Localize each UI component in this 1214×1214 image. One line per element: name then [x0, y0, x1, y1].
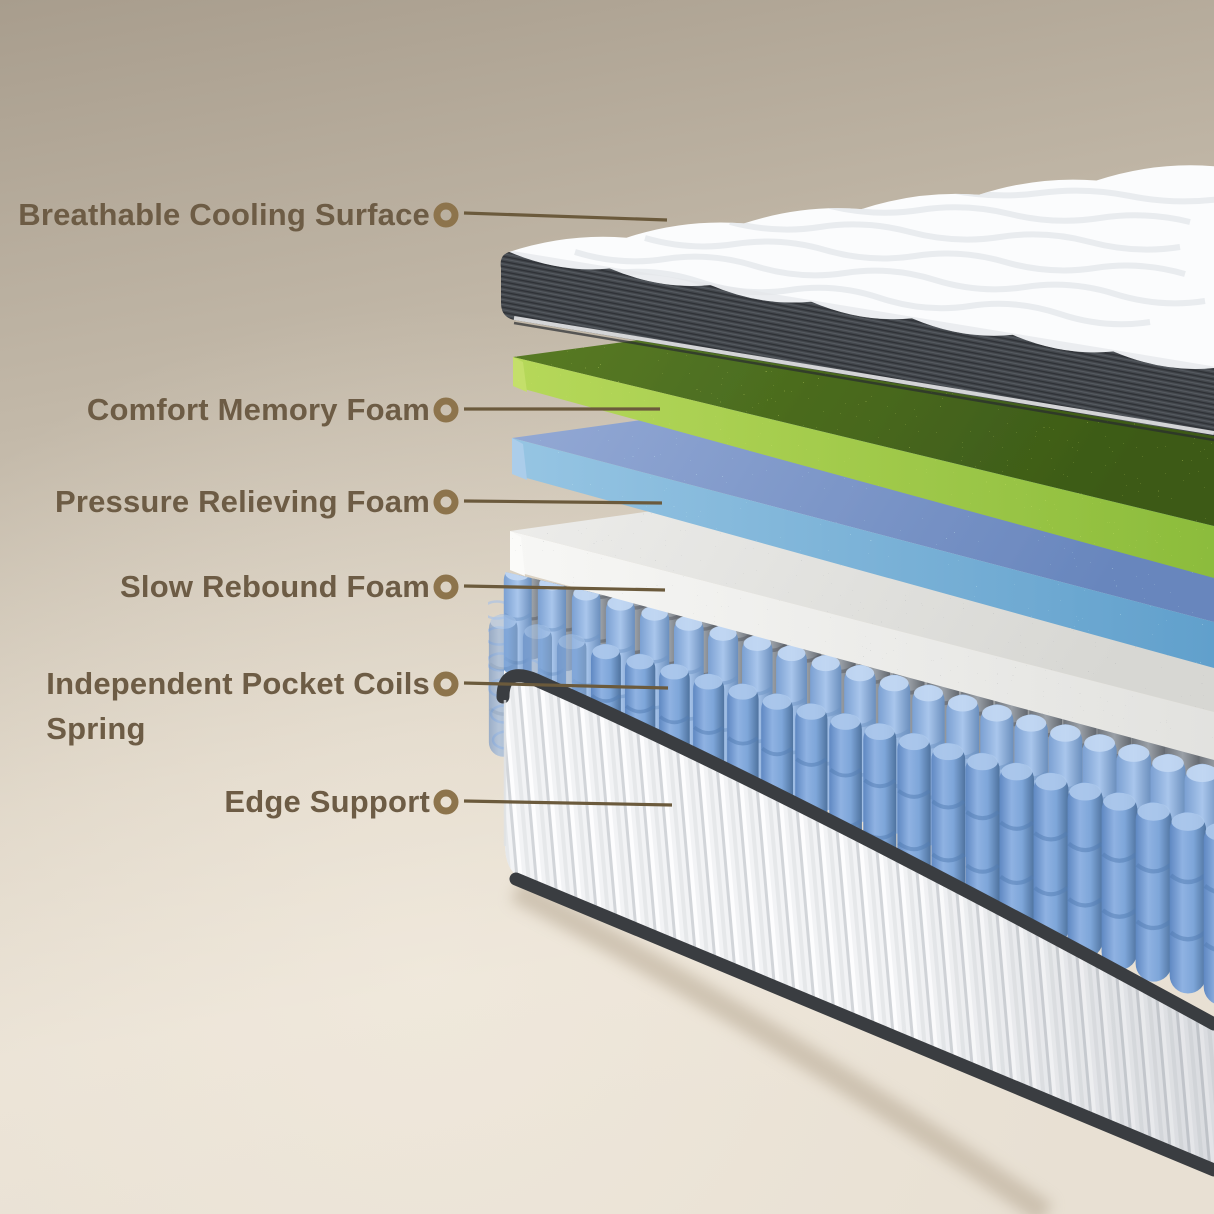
ring-marker-icon — [433, 397, 459, 423]
leader-lines — [463, 211, 673, 807]
leader-line-cooling-surface — [463, 211, 668, 222]
base-shading — [504, 670, 1214, 1172]
side-band-shadow — [513, 321, 1214, 442]
memory-foam-end-cap — [513, 357, 527, 392]
coil-pouch — [1033, 772, 1068, 946]
label-edge-support: Edge Support — [224, 784, 430, 819]
base-floor-shadow — [510, 879, 1053, 1214]
label-markers — [433, 202, 459, 815]
coil-pouch — [1204, 822, 1214, 1005]
side-band-piping — [513, 316, 1214, 435]
ring-marker-icon — [433, 671, 459, 697]
side-band — [500, 252, 1214, 436]
label-breathable-cooling-surface: Breathable Cooling Surface — [18, 197, 430, 232]
coil-pouch — [1068, 782, 1103, 958]
leader-line-edge-support — [463, 799, 673, 807]
coil-pouch — [1170, 812, 1207, 994]
label-comfort-memory-foam: Comfort Memory Foam — [86, 392, 430, 427]
rebound-foam-end-cap — [510, 531, 525, 576]
base-bottom-trim — [509, 872, 1214, 1177]
ring-marker-icon — [433, 489, 459, 515]
ring-marker-icon — [433, 202, 459, 228]
pressure-foam-front — [512, 438, 1214, 668]
edge-support-base-layer — [496, 669, 1214, 1214]
leader-line-pocket-coils — [463, 681, 669, 690]
label-pressure-relieving-foam: Pressure Relieving Foam — [54, 484, 430, 519]
leader-line-pressure-foam — [463, 499, 663, 505]
label-slow-rebound-foam: Slow Rebound Foam — [120, 569, 430, 604]
memory-foam-front — [513, 357, 1214, 578]
coil-pouch — [1136, 802, 1172, 982]
pressure-foam-end-cap — [512, 438, 527, 480]
leader-line-rebound-foam — [463, 584, 666, 592]
coil-pouch — [1102, 792, 1138, 970]
ring-marker-icon — [433, 574, 459, 600]
label-independent-pocket-coils-spring: Independent Pocket Coils Spring — [46, 666, 430, 746]
base-top-piping — [496, 669, 1214, 1031]
rebound-foam-front — [510, 531, 1214, 760]
top-mattress — [500, 165, 1214, 442]
ring-marker-icon — [433, 789, 459, 815]
